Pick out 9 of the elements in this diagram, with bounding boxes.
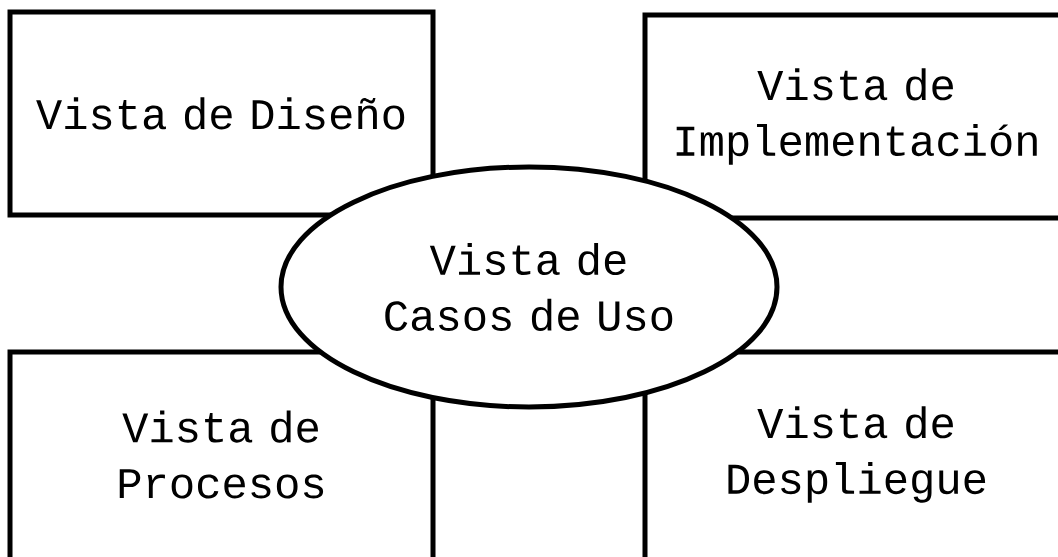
view-box	[7, 349, 436, 557]
node-label: Vista de Implementación	[676, 68, 1037, 165]
node-label: Vista de Casos de Uso	[385, 242, 673, 332]
node-label: Vista de Despliegue	[728, 406, 986, 503]
view-box	[642, 349, 1058, 557]
view-box	[7, 9, 436, 218]
node-label: Vista de Diseño	[36, 97, 405, 130]
view-box	[642, 12, 1058, 221]
node-label: Vista de Procesos	[119, 410, 324, 499]
